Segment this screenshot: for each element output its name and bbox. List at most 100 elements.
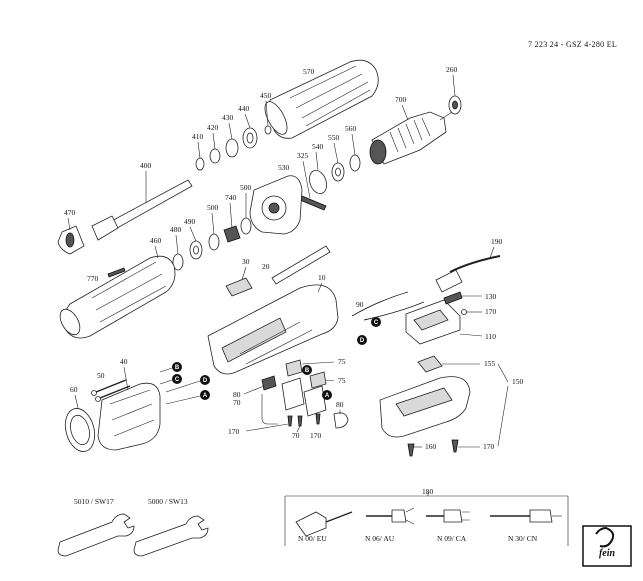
pin-770 — [107, 267, 126, 278]
bearing-440 — [242, 127, 258, 149]
label-500-a: 500 — [240, 183, 252, 192]
plug-label-eu: N 00/ EU — [298, 534, 327, 543]
screw-160 — [407, 443, 415, 457]
screw-170-c — [315, 413, 321, 425]
svg-text:B: B — [175, 365, 180, 371]
spring-70-a — [261, 394, 278, 425]
plug-label-au: N 06/ AU — [365, 534, 395, 543]
label-50: 50 — [97, 371, 105, 380]
svg-text:B: B — [305, 368, 310, 374]
svg-text:D: D — [203, 378, 208, 384]
label-440: 440 — [238, 104, 250, 113]
collet-nut-470 — [57, 225, 85, 255]
bearing-490 — [189, 240, 203, 260]
label-490: 490 — [184, 217, 196, 226]
marker-d-right: D — [357, 335, 367, 345]
label-20: 20 — [262, 262, 270, 271]
svg-text:C: C — [175, 377, 180, 383]
label-75-a: 75 — [338, 357, 346, 366]
plug-ca — [426, 509, 470, 523]
label-480: 480 — [170, 225, 182, 234]
brush-holder-75-a — [285, 359, 303, 377]
label-410: 410 — [192, 132, 204, 141]
label-470: 470 — [64, 208, 76, 217]
label-430: 430 — [222, 113, 234, 122]
bearing-560 — [349, 154, 361, 172]
ring-420 — [209, 148, 221, 164]
ring-60 — [64, 408, 96, 452]
drawing-title: 7 223 24 - GSZ 4-280 EL — [528, 40, 617, 49]
cable-190 — [435, 255, 501, 293]
label-80-b: 80 — [336, 400, 344, 409]
label-770: 770 — [87, 274, 99, 283]
screw-70-b — [297, 415, 303, 427]
marker-b-left: B — [172, 362, 182, 372]
label-10: 10 — [318, 273, 326, 282]
svg-text:C: C — [374, 320, 379, 326]
label-450: 450 — [260, 91, 272, 100]
label-190: 190 — [491, 237, 503, 246]
label-460: 460 — [150, 236, 162, 245]
marker-a-right: A — [322, 390, 332, 400]
screw-170-b — [287, 415, 293, 427]
slider-30 — [225, 277, 253, 297]
label-130: 130 — [485, 292, 497, 301]
capacitor-155 — [417, 355, 443, 373]
label-500-b: 500 — [207, 203, 219, 212]
label-70-a: 70 — [233, 398, 241, 407]
wrench-5000 — [133, 515, 209, 557]
pcb-holder — [281, 377, 305, 411]
marker-c-right: C — [371, 317, 381, 327]
label-70-b: 70 — [292, 431, 300, 440]
label-155: 155 — [484, 359, 496, 368]
plug-eu — [295, 511, 353, 537]
armature-700 — [369, 111, 453, 165]
bearing-550 — [331, 162, 345, 182]
spring-325 — [299, 195, 327, 211]
spindle-400 — [91, 179, 193, 241]
label-110: 110 — [485, 332, 496, 341]
washer-450 — [264, 125, 272, 135]
label-170-b: 170 — [228, 427, 240, 436]
label-170-a: 170 — [485, 307, 497, 316]
marker-d-left: D — [200, 375, 210, 385]
svg-text:D: D — [360, 338, 365, 344]
svg-text:fein: fein — [599, 548, 616, 559]
label-90: 90 — [356, 300, 364, 309]
label-325: 325 — [297, 151, 309, 160]
plug-cn — [490, 509, 562, 523]
screws-50 — [91, 379, 131, 402]
screw-170-d — [451, 439, 459, 453]
clamp-130 — [443, 291, 463, 305]
label-150: 150 — [512, 377, 524, 386]
gear-500-a — [240, 217, 252, 235]
bearing-260 — [448, 95, 462, 115]
label-30: 30 — [242, 257, 250, 266]
label-550: 550 — [328, 133, 340, 142]
label-570: 570 — [303, 67, 315, 76]
marker-c-left: C — [172, 374, 182, 384]
switch-rod-20 — [271, 245, 331, 285]
ring-430 — [225, 138, 239, 158]
screw-170-a — [461, 309, 467, 315]
housing-570 — [264, 59, 379, 139]
bottom-housing-150 — [379, 376, 471, 438]
field-40 — [97, 382, 161, 451]
label-740: 740 — [225, 193, 237, 202]
label-170-c: 170 — [310, 431, 322, 440]
label-80-a: 80 — [233, 390, 241, 399]
plug-label-cn: N 30/ CN — [508, 534, 538, 543]
label-5000: 5000 / SW13 — [148, 497, 188, 506]
label-180: 180 — [422, 487, 434, 496]
plug-label-ca: N 09/ CA — [437, 534, 467, 543]
label-40: 40 — [120, 357, 128, 366]
wrench-5010 — [57, 513, 135, 557]
label-170-d: 170 — [483, 442, 495, 451]
label-75-b: 75 — [338, 376, 346, 385]
wire-90 — [351, 291, 425, 321]
label-60: 60 — [70, 385, 78, 394]
label-420: 420 — [207, 123, 219, 132]
spring-ring-540 — [309, 169, 327, 195]
